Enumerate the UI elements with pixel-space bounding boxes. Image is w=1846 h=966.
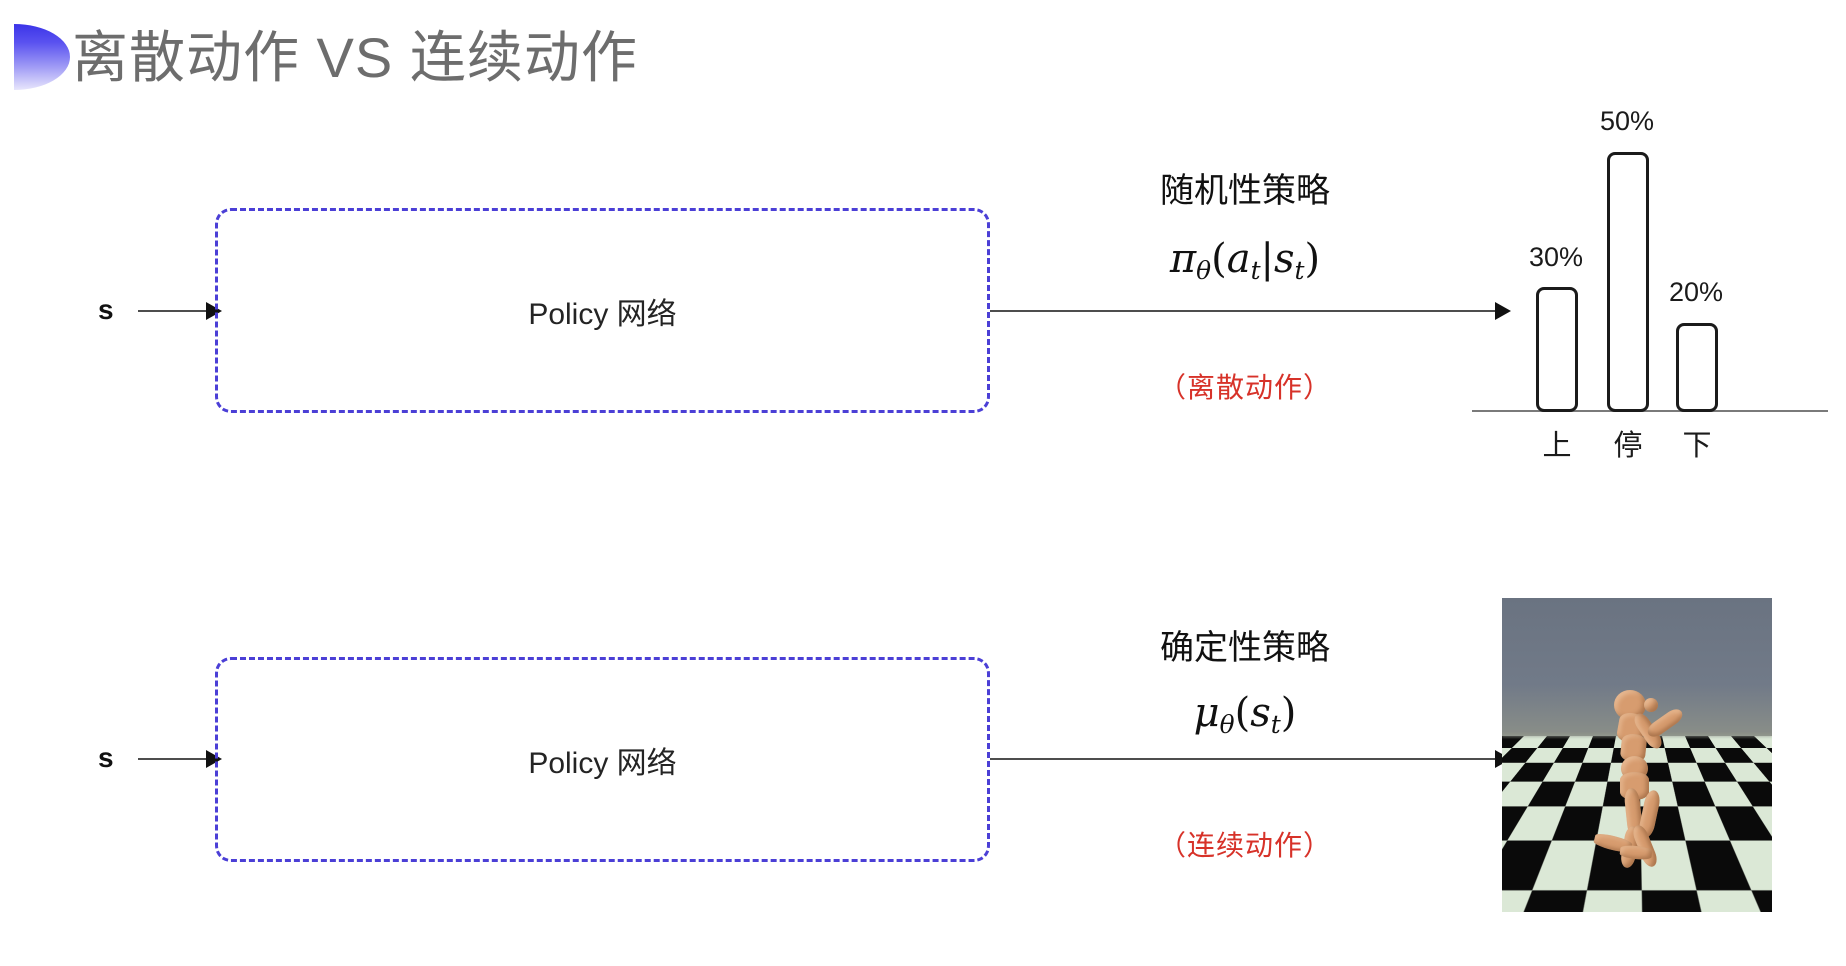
bar-category-2: 下 (1682, 430, 1712, 462)
bar-value-0: 30% (1528, 242, 1584, 272)
input-arrow-head-continuous (206, 750, 222, 768)
input-state-label-discrete: s (98, 294, 114, 325)
output-arrow-line-continuous (990, 758, 1503, 760)
policy-type-title-continuous: 确定性策略 (1160, 629, 1330, 667)
policy-network-label-discrete: Policy 网络 (528, 297, 677, 331)
input-state-label-continuous: s (98, 742, 114, 773)
humanoid-hand-right (1644, 698, 1658, 712)
title-bullet-icon (14, 24, 70, 90)
formula-arg2: s (1274, 236, 1295, 282)
formula-close-paren: ) (1304, 236, 1321, 282)
input-arrow-head-discrete (206, 302, 222, 320)
input-arrow-line-continuous (138, 758, 216, 760)
action-probability-chart: 30% 上 50% 停 20% 下 (1468, 106, 1828, 462)
policy-network-label-continuous: Policy 网络 (528, 746, 677, 780)
formula-arg1: a (1226, 236, 1251, 282)
policy-network-box-discrete[interactable]: Policy 网络 (215, 208, 990, 413)
formula-head: μ (1193, 690, 1220, 736)
formula-open-paren: ( (1211, 236, 1227, 282)
policy-formula-continuous: μθ(st) (1130, 690, 1360, 739)
humanoid-simulation-image (1502, 598, 1772, 912)
formula-arg2-sub: t (1294, 255, 1305, 285)
bar-2[interactable] (1676, 323, 1718, 412)
bar-category-0: 上 (1542, 430, 1572, 462)
policy-type-title-discrete: 随机性策略 (1160, 172, 1330, 210)
formula-bar: | (1260, 236, 1275, 282)
bar-category-1: 停 (1613, 430, 1643, 462)
formula-arg1: s (1250, 690, 1271, 736)
input-arrow-line-discrete (138, 310, 216, 312)
action-type-note-discrete: （离散动作） (1157, 372, 1332, 403)
formula-arg1-sub: t (1250, 255, 1261, 285)
bar-0[interactable] (1536, 287, 1578, 412)
output-arrow-line-discrete (990, 310, 1503, 312)
output-arrow-head-discrete (1495, 302, 1511, 320)
formula-head-sub: θ (1196, 255, 1212, 285)
formula-head-sub: θ (1219, 709, 1235, 739)
chart-baseline (1472, 410, 1828, 412)
formula-close-paren: ) (1280, 690, 1297, 736)
formula-head: π (1169, 236, 1197, 282)
bar-1[interactable] (1607, 152, 1649, 412)
formula-open-paren: ( (1234, 690, 1251, 736)
policy-formula-discrete: πθ(at|st) (1130, 236, 1360, 285)
policy-network-box-continuous[interactable]: Policy 网络 (215, 657, 990, 862)
bar-value-1: 50% (1599, 106, 1655, 136)
page-title: 离散动作 VS 连续动作 (72, 26, 638, 89)
action-type-note-continuous: （连续动作） (1157, 830, 1332, 861)
bar-value-2: 20% (1668, 277, 1724, 307)
formula-arg1-sub: t (1270, 709, 1281, 739)
